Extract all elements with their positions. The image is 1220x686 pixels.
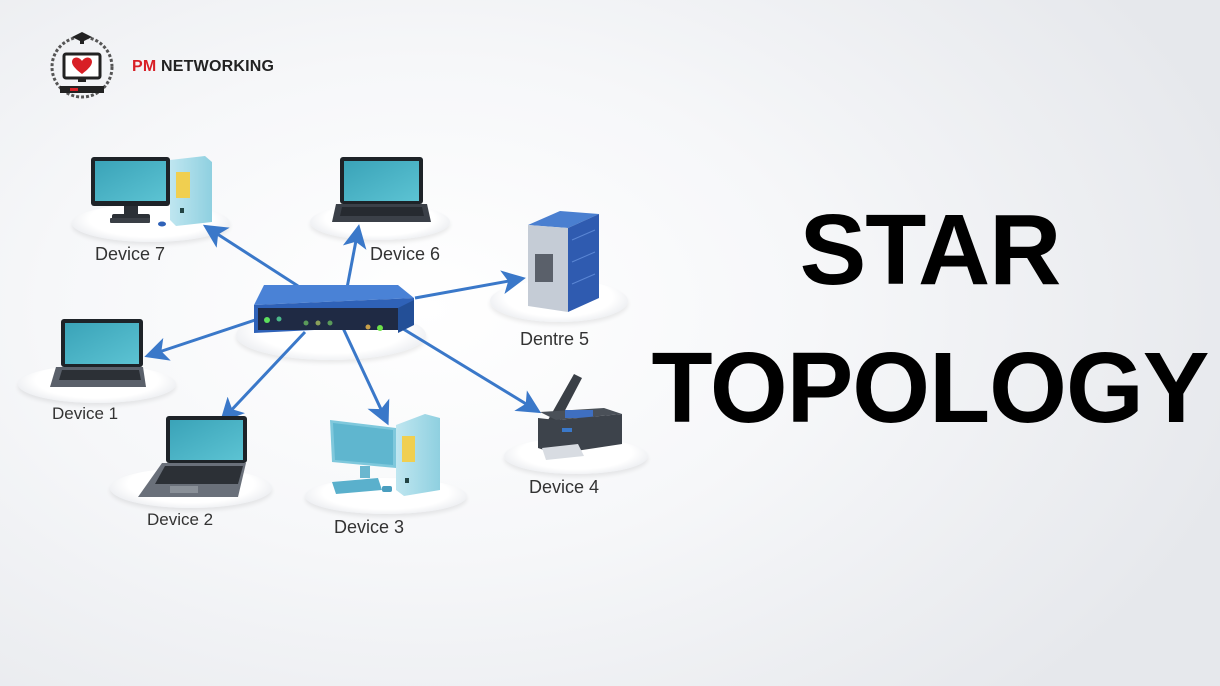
laptop-icon xyxy=(332,157,431,222)
node-label-device7: Device 7 xyxy=(95,244,166,264)
page-title-line2: TOPOLOGY xyxy=(651,332,1210,444)
brand-name: PM NETWORKING xyxy=(132,58,274,76)
laptop-icon xyxy=(138,416,247,497)
node-label-device4: Device 4 xyxy=(529,477,600,497)
link-device1 xyxy=(144,318,256,361)
brand-logo: PM NETWORKING xyxy=(46,30,286,102)
brand-name-suffix: NETWORKING xyxy=(156,58,275,75)
link-device5 xyxy=(414,270,526,300)
node-label-device5: Dentre 5 xyxy=(520,329,590,349)
emblem-icon xyxy=(50,32,114,99)
server-rack-icon xyxy=(528,211,599,312)
node-label-device1: Device 1 xyxy=(52,404,119,423)
brand-name-prefix: PM xyxy=(132,58,157,75)
link-device3 xyxy=(341,327,390,426)
links xyxy=(144,224,542,426)
node-label-device3: Device 3 xyxy=(334,517,405,537)
desktop-pc-icon xyxy=(330,414,440,496)
link-device2 xyxy=(219,330,307,423)
link-device6 xyxy=(342,224,367,289)
laptop-icon xyxy=(50,319,146,387)
page-title-line1: STAR xyxy=(799,194,1062,306)
link-device4 xyxy=(399,325,542,414)
node-label-device6: Device 6 xyxy=(370,244,441,264)
desktop-pc-icon xyxy=(91,156,212,227)
node-label-device2: Device 2 xyxy=(147,510,214,529)
network-switch-icon xyxy=(254,285,414,333)
link-device7 xyxy=(202,224,299,288)
printer-icon xyxy=(538,374,622,460)
